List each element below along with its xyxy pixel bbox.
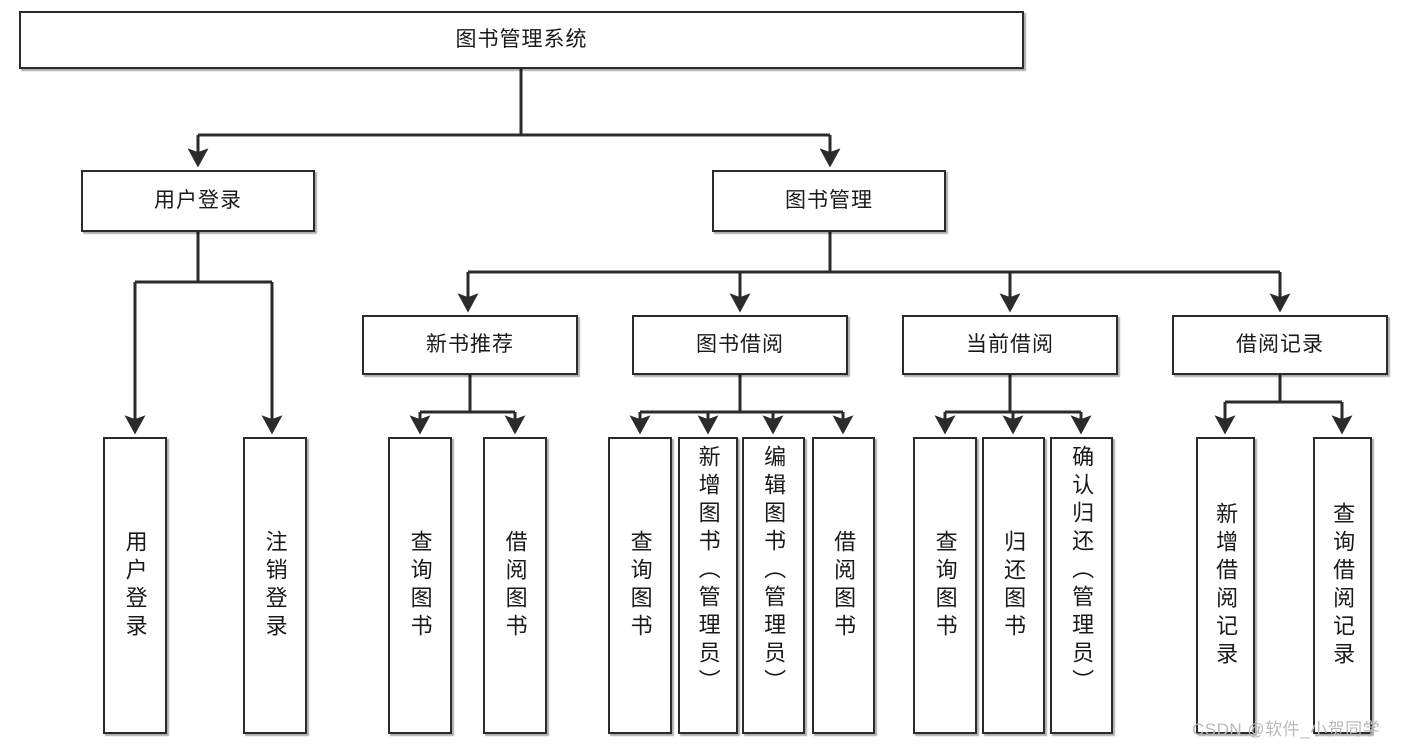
- node-leaf-query-book-3-label: 查询图书: [932, 529, 958, 642]
- node-book-borrow[interactable]: 图书借阅: [632, 315, 848, 375]
- node-leaf-user-login[interactable]: 用户登录: [103, 437, 167, 734]
- node-leaf-borrow-book-1-label: 借阅图书: [502, 529, 528, 642]
- node-root-label: 图书管理系统: [455, 27, 588, 51]
- node-leaf-confirm-return-admin-label: 确认归还（管理员）: [1069, 445, 1095, 697]
- node-leaf-edit-book-admin[interactable]: 编辑图书（管理员）: [742, 437, 805, 734]
- node-leaf-return-book-label: 归还图书: [1001, 529, 1027, 642]
- csdn-watermark: CSDN @软件_小贺同学: [1192, 720, 1381, 739]
- node-leaf-logout-label: 注销登录: [262, 529, 288, 642]
- node-leaf-query-book-1[interactable]: 查询图书: [388, 437, 452, 734]
- node-leaf-query-book-1-label: 查询图书: [407, 529, 433, 642]
- node-leaf-borrow-book-2-label: 借阅图书: [831, 529, 857, 642]
- node-leaf-add-book-admin-label: 新增图书（管理员）: [695, 445, 721, 697]
- node-leaf-return-book[interactable]: 归还图书: [982, 437, 1045, 734]
- node-current-borrow[interactable]: 当前借阅: [902, 315, 1118, 375]
- node-current-borrow-label: 当前借阅: [966, 332, 1054, 356]
- node-leaf-query-borrow-record[interactable]: 查询借阅记录: [1313, 437, 1372, 734]
- node-user-login[interactable]: 用户登录: [81, 170, 315, 232]
- node-book-manage[interactable]: 图书管理: [712, 170, 946, 232]
- node-new-book-recommend[interactable]: 新书推荐: [362, 315, 578, 375]
- node-user-login-label: 用户登录: [154, 188, 242, 212]
- node-borrow-record[interactable]: 借阅记录: [1172, 315, 1388, 375]
- node-leaf-user-login-label: 用户登录: [122, 529, 148, 642]
- node-leaf-edit-book-admin-label: 编辑图书（管理员）: [761, 445, 787, 697]
- node-leaf-add-book-admin[interactable]: 新增图书（管理员）: [678, 437, 738, 734]
- node-leaf-query-book-3[interactable]: 查询图书: [913, 437, 977, 734]
- node-leaf-query-book-2-label: 查询图书: [627, 529, 653, 642]
- node-leaf-query-borrow-record-label: 查询借阅记录: [1330, 501, 1356, 670]
- node-root[interactable]: 图书管理系统: [19, 11, 1024, 69]
- node-new-book-recommend-label: 新书推荐: [426, 332, 514, 356]
- node-leaf-add-borrow-record-label: 新增借阅记录: [1213, 501, 1239, 670]
- node-leaf-borrow-book-2[interactable]: 借阅图书: [812, 437, 875, 734]
- node-leaf-borrow-book-1[interactable]: 借阅图书: [483, 437, 547, 734]
- node-book-manage-label: 图书管理: [785, 188, 873, 212]
- node-leaf-add-borrow-record[interactable]: 新增借阅记录: [1196, 437, 1255, 734]
- node-book-borrow-label: 图书借阅: [696, 332, 784, 356]
- node-leaf-query-book-2[interactable]: 查询图书: [608, 437, 672, 734]
- node-leaf-logout[interactable]: 注销登录: [243, 437, 307, 734]
- node-borrow-record-label: 借阅记录: [1236, 332, 1324, 356]
- node-leaf-confirm-return-admin[interactable]: 确认归还（管理员）: [1050, 437, 1113, 734]
